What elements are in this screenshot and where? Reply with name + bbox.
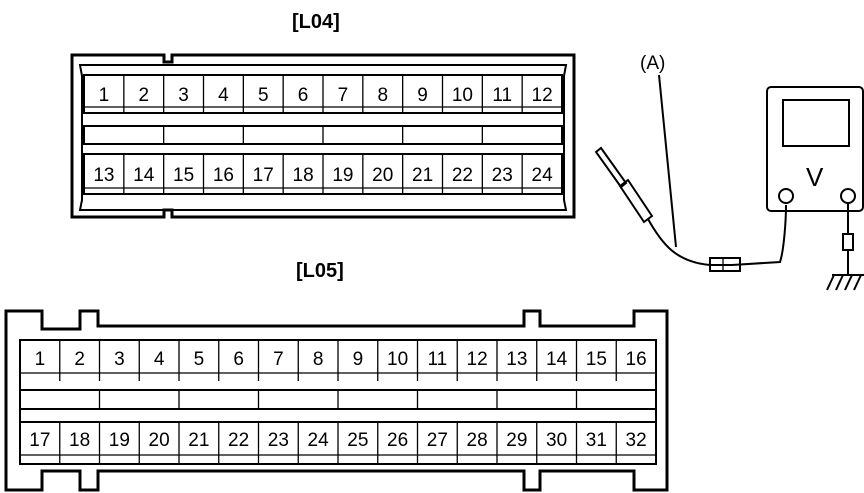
pin-label: 3: [178, 85, 189, 106]
connector-l05-title: [L05]: [296, 260, 344, 282]
pin-label: 24: [308, 430, 330, 451]
pin-label: 13: [93, 165, 114, 186]
ground-clip: [842, 233, 854, 251]
pin-label: 19: [332, 165, 353, 186]
voltmeter-display: [782, 99, 850, 147]
pin-label: 25: [347, 430, 368, 451]
pin-label: 15: [586, 349, 607, 370]
pin-label: 13: [506, 349, 527, 370]
fuse-icon: [709, 257, 741, 272]
pin-label: 30: [546, 430, 567, 451]
pin-label: 20: [372, 165, 393, 186]
pin-label: 22: [228, 430, 249, 451]
pin-label: 11: [492, 85, 512, 106]
connector-l04-inner: [78, 64, 568, 211]
probe-leader-line: [658, 74, 677, 248]
pin-label: 18: [69, 430, 90, 451]
voltmeter-unit-label: V: [806, 162, 824, 192]
pin-label: 16: [213, 165, 234, 186]
pin-label: 18: [293, 165, 314, 186]
pin-label: 17: [253, 165, 274, 186]
pin-label: 19: [109, 430, 130, 451]
probe-wire: [647, 204, 787, 266]
pin-label: 31: [586, 430, 607, 451]
pin-label: 22: [452, 165, 473, 186]
voltmeter-body: [766, 86, 864, 212]
pin-label: 29: [506, 430, 527, 451]
pin-label: 7: [273, 349, 284, 370]
pin-label: 12: [532, 85, 553, 106]
pin-label: 26: [387, 430, 408, 451]
pin-label: 4: [218, 85, 229, 106]
pin-label: 1: [99, 85, 110, 106]
pin-label: 32: [626, 430, 647, 451]
pin-label: 11: [428, 349, 448, 370]
pin-label: 14: [546, 349, 568, 370]
probe-handle: [618, 178, 654, 224]
pin-label: 9: [353, 349, 364, 370]
test-probe-assembly: (A): [594, 53, 787, 272]
pin-label: 20: [149, 430, 170, 451]
pin-label: 1: [35, 349, 46, 370]
pin-label: 10: [452, 85, 473, 106]
pin-label: 17: [29, 430, 50, 451]
pin-label: 3: [114, 349, 125, 370]
connector-l05-housing: [4, 309, 669, 492]
pin-label: 23: [492, 165, 513, 186]
pin-label: 16: [626, 349, 647, 370]
pin-label: 5: [258, 85, 269, 106]
pin-label: 2: [138, 85, 149, 106]
pin-label: 7: [338, 85, 349, 106]
pin-label: 8: [377, 85, 388, 106]
pin-label: 8: [313, 349, 324, 370]
pin-label: 6: [298, 85, 309, 106]
pin-label: 10: [387, 349, 408, 370]
voltmeter-positive-terminal: [778, 188, 794, 204]
pin-label: 14: [133, 165, 155, 186]
connector-l04-housing: [70, 53, 576, 219]
pin-label: 21: [412, 165, 433, 186]
pin-label: 24: [532, 165, 554, 186]
pin-label: 27: [427, 430, 448, 451]
pin-label: 21: [188, 430, 209, 451]
pin-label: 23: [268, 430, 289, 451]
probe-label: (A): [640, 53, 665, 74]
voltmeter: V: [766, 86, 864, 291]
connector-l04-title: [L04]: [292, 11, 340, 33]
pin-label: 5: [194, 349, 205, 370]
pin-label: 12: [467, 349, 488, 370]
probe-tip: [594, 146, 628, 189]
voltmeter-negative-terminal: [840, 188, 856, 204]
pin-label: 2: [74, 349, 85, 370]
pin-label: 9: [417, 85, 428, 106]
pin-label: 28: [467, 430, 488, 451]
pin-label: 6: [233, 349, 244, 370]
pin-label: 4: [154, 349, 165, 370]
pin-label: 15: [173, 165, 194, 186]
ground-icon: [826, 274, 864, 291]
